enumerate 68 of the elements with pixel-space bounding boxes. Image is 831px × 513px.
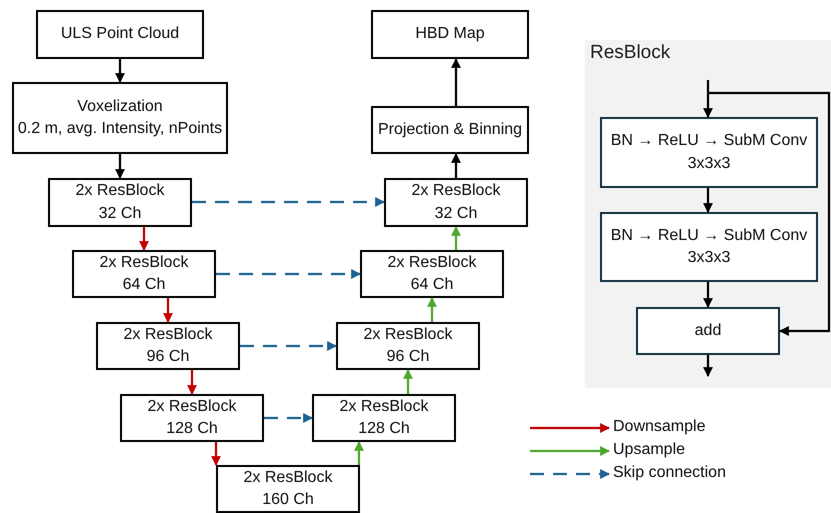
- legend-label: Downsample: [613, 418, 706, 436]
- arrow: [703, 355, 713, 377]
- arrow: [115, 154, 125, 179]
- process-box: [384, 178, 528, 227]
- box-label: 128 Ch: [166, 419, 218, 439]
- process-box: [600, 117, 818, 188]
- arrow: [354, 441, 364, 465]
- box-label: 2x ResBlock: [412, 181, 500, 202]
- process-box: [12, 82, 228, 154]
- box-label: HBD Map: [415, 24, 485, 44]
- box-label: 96 Ch: [146, 347, 190, 367]
- box-label: BN → ReLU → SubM Conv 3x3x3: [610, 226, 808, 268]
- process-box: [36, 10, 204, 59]
- process-box: [216, 465, 360, 513]
- process-box: [336, 322, 480, 370]
- box-label: 2x ResBlock: [76, 181, 164, 202]
- arrow: [163, 298, 173, 323]
- arrow: [403, 369, 413, 394]
- legend-label: Skip connection: [613, 464, 726, 482]
- box-label: 2x ResBlock: [244, 468, 332, 488]
- process-box: [48, 178, 192, 227]
- arrow: [211, 442, 221, 466]
- panel-title: ResBlock: [590, 42, 670, 64]
- skip-arrow: [216, 269, 361, 279]
- arrow: [115, 59, 125, 83]
- arrow: [703, 282, 713, 308]
- arrow: [187, 370, 197, 395]
- box-label: 2x ResBlock: [364, 324, 452, 345]
- arrow: [451, 153, 461, 178]
- skip-arrow: [264, 413, 313, 423]
- process-box: [120, 394, 264, 442]
- arrow: [703, 80, 713, 118]
- box-label: 2x ResBlock: [388, 252, 476, 273]
- box-label: 2x ResBlock: [148, 396, 236, 417]
- arrow: [139, 227, 149, 251]
- box-label: add: [694, 320, 722, 341]
- arrow: [703, 188, 713, 213]
- arrow: [451, 58, 461, 106]
- process-box: [600, 212, 818, 282]
- box-label: 0.2 m, avg. Intensity, nPoints: [18, 119, 222, 139]
- process-box: [636, 307, 780, 355]
- process-box: [371, 106, 529, 154]
- process-box: [312, 394, 456, 442]
- resblock-panel: [585, 40, 831, 388]
- legend-label: Upsample: [613, 441, 686, 459]
- box-label: 2x ResBlock: [340, 396, 428, 417]
- box-label: Projection & Binning: [378, 120, 522, 140]
- box-label: BN → ReLU → SubM Conv 3x3x3: [610, 131, 808, 174]
- box-label: 96 Ch: [386, 347, 430, 367]
- box-label: 160 Ch: [262, 490, 314, 510]
- box-label: 2x ResBlock: [124, 324, 212, 345]
- arrow: [427, 297, 437, 322]
- process-box: [371, 10, 529, 59]
- box-label: 128 Ch: [358, 419, 410, 439]
- process-box: [72, 250, 216, 298]
- arrow: [708, 92, 830, 336]
- box-label: ULS Point Cloud: [60, 24, 180, 44]
- skip-arrow: [192, 197, 385, 207]
- box-label: 32 Ch: [98, 204, 142, 224]
- box-label: 2x ResBlock: [100, 252, 188, 273]
- box-label: 64 Ch: [410, 275, 454, 295]
- skip-arrow: [240, 341, 337, 351]
- box-label: 32 Ch: [434, 204, 478, 224]
- arrow: [451, 226, 461, 250]
- box-label: 64 Ch: [122, 275, 166, 295]
- process-box: [360, 250, 504, 298]
- process-box: [96, 322, 240, 370]
- box-label: Voxelization: [77, 96, 163, 117]
